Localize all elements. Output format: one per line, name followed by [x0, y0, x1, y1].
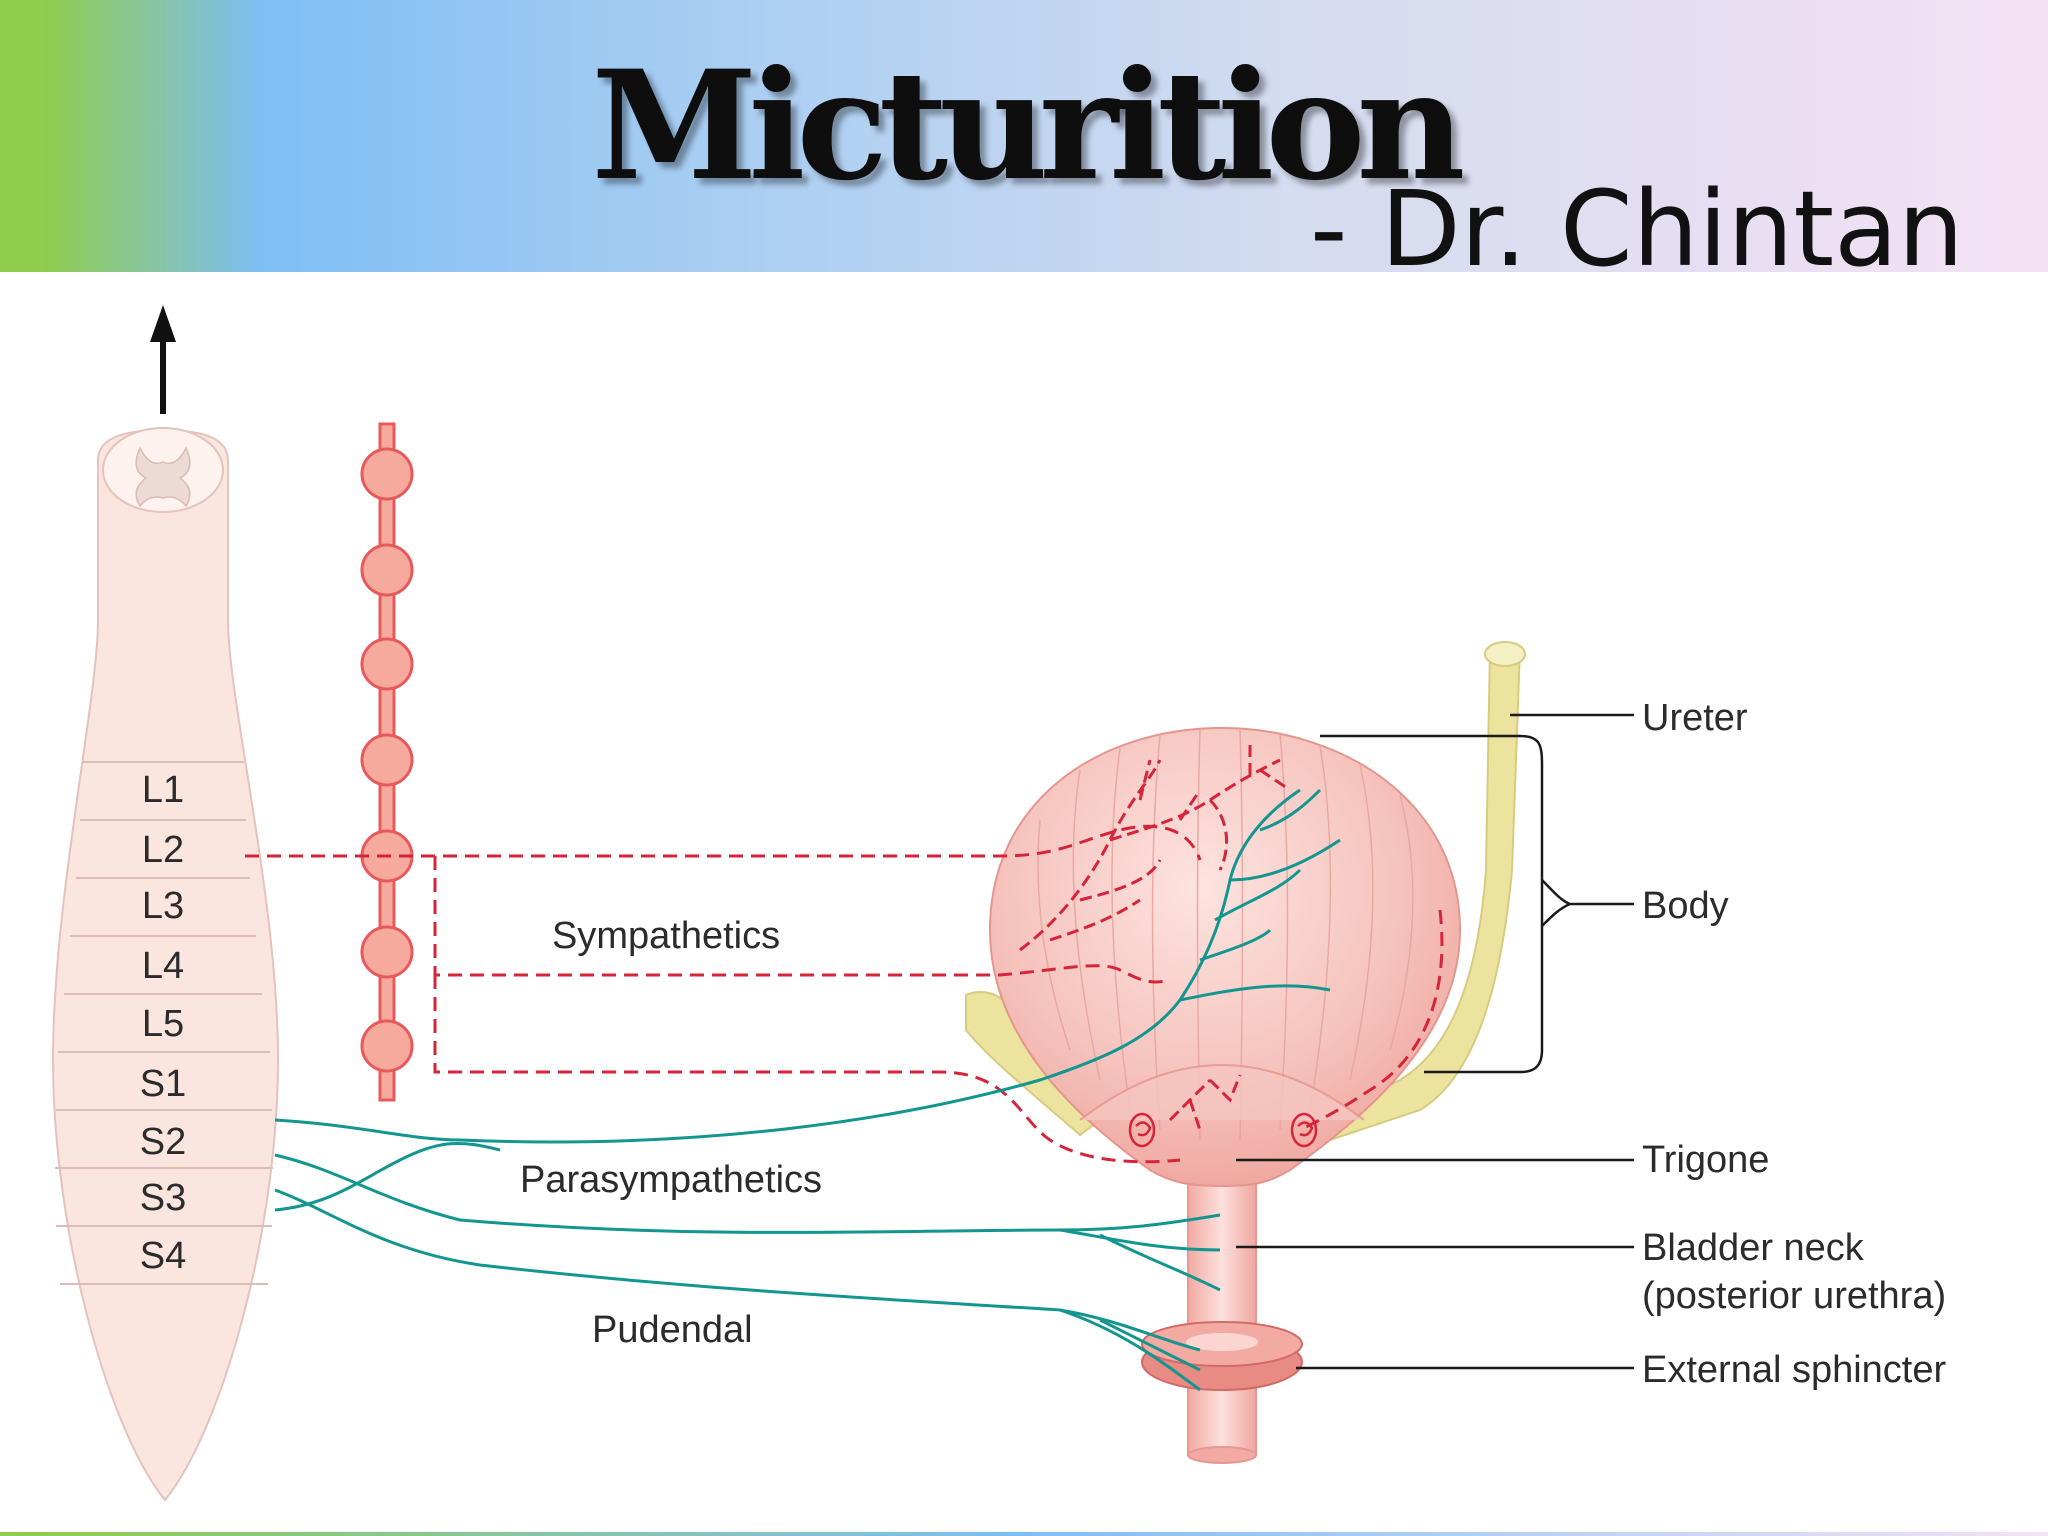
label-bladder-neck: Bladder neck — [1642, 1227, 1865, 1269]
label-ureter: Ureter — [1642, 697, 1748, 739]
label-trigone: Trigone — [1642, 1139, 1769, 1181]
sympathetic-chain — [360, 422, 414, 1102]
leader-lines — [1236, 713, 1634, 1370]
segment-label-l1: L1 — [142, 769, 184, 811]
spinal-cord — [51, 427, 280, 1502]
label-body: Body — [1642, 885, 1729, 927]
segment-label-s4: S4 — [140, 1235, 186, 1277]
external-sphincter — [1141, 1321, 1303, 1391]
label-external-sphincter: External sphincter — [1642, 1349, 1946, 1391]
segment-label-l4: L4 — [142, 945, 184, 987]
label-posterior-urethra: (posterior urethra) — [1642, 1275, 1946, 1317]
segment-label-s1: S1 — [140, 1063, 186, 1105]
label-sympathetics: Sympathetics — [552, 915, 780, 957]
segment-label-l2: L2 — [142, 829, 184, 871]
ascending-arrow — [150, 305, 176, 414]
sympathetic-branches-bladder — [1019, 745, 1291, 1131]
label-parasympathetics: Parasympathetics — [520, 1159, 822, 1201]
parasympathetic-nerves — [274, 788, 1341, 1392]
segment-label-s2: S2 — [140, 1121, 186, 1163]
label-pudendal: Pudendal — [592, 1309, 753, 1351]
sympathetic-nerves — [245, 824, 1444, 1164]
urethra — [1187, 1179, 1257, 1464]
author-subtitle: - Dr. Chintan — [1310, 168, 1964, 290]
segment-label-l5: L5 — [142, 1003, 184, 1045]
page-title: Micturition — [591, 38, 1465, 214]
footer-divider — [0, 1532, 2048, 1536]
segment-label-s3: S3 — [140, 1177, 186, 1219]
title-banner: Micturition - Dr. Chintan — [0, 0, 2048, 290]
bladder — [988, 726, 1462, 1188]
segment-label-l3: L3 — [142, 885, 184, 927]
